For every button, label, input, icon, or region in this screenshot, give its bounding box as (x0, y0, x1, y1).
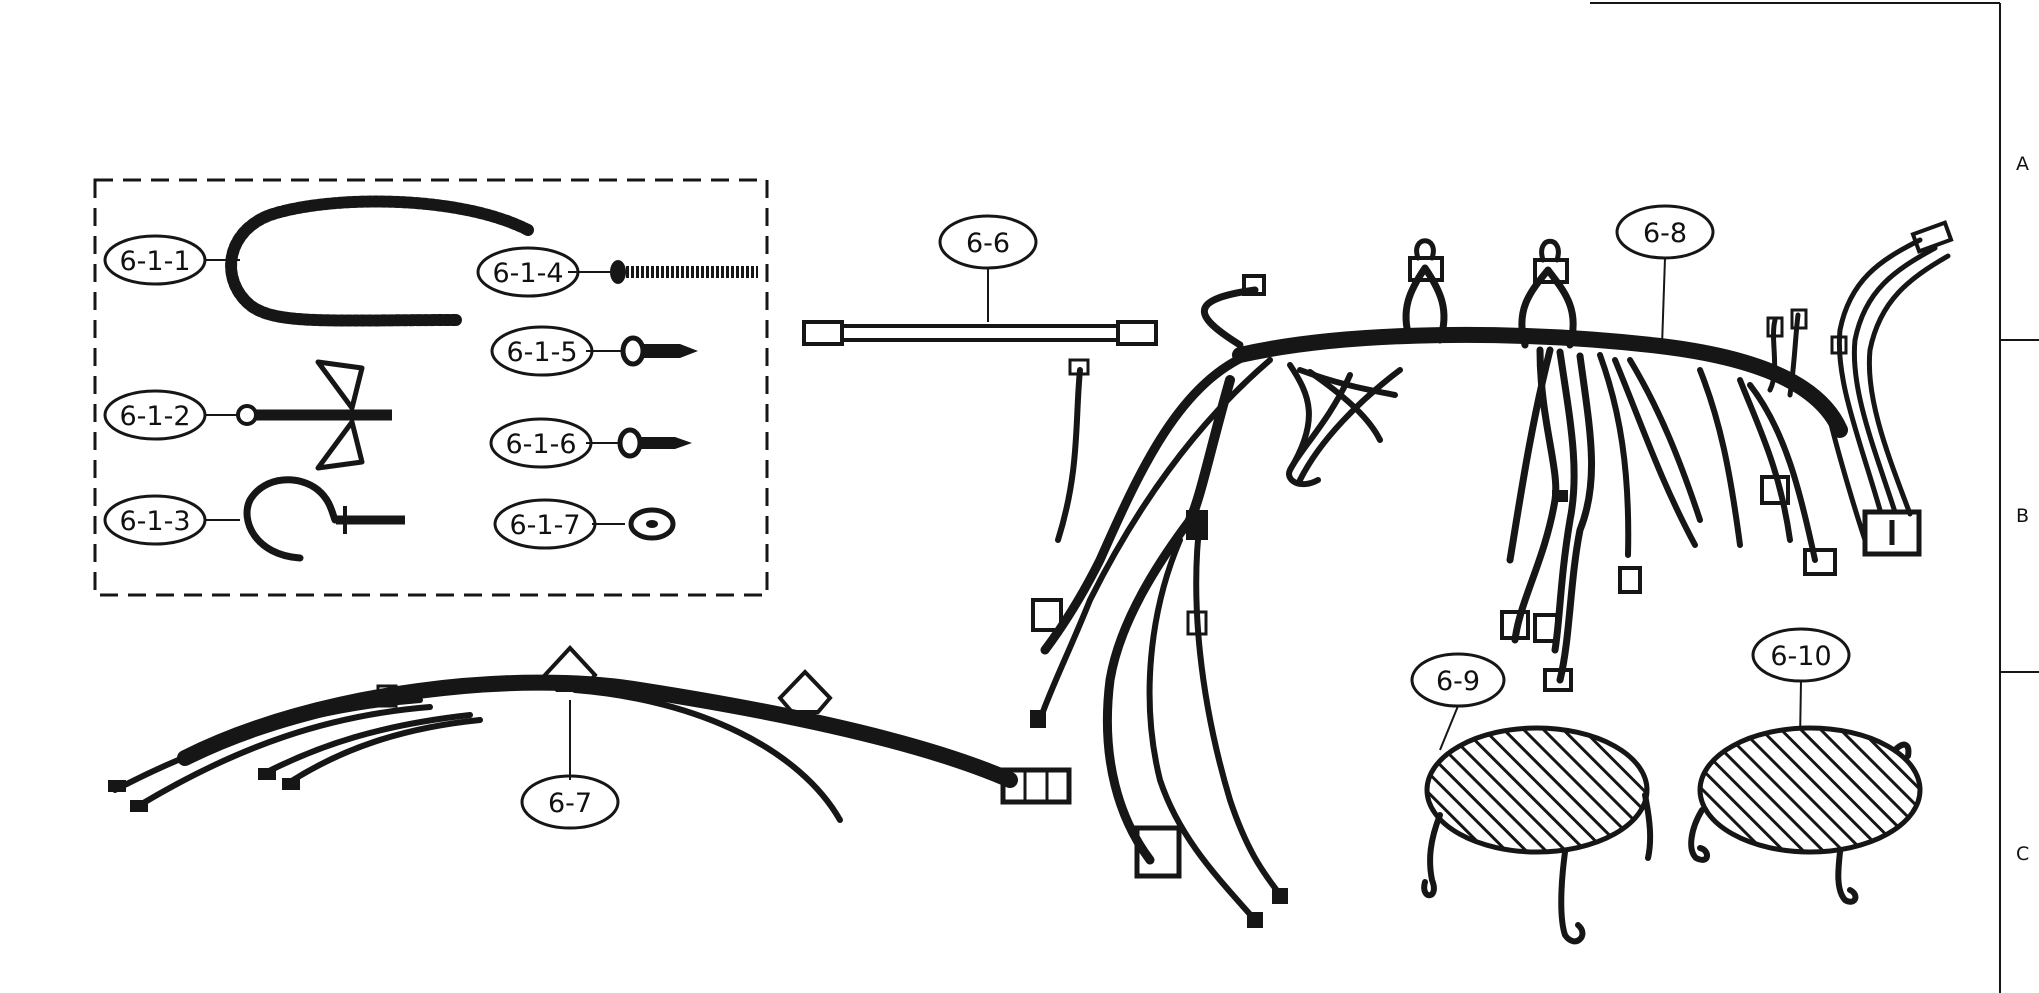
label-6-8-text: 6-8 (1643, 218, 1687, 249)
label-6-1-1: 6-1-1 (103, 234, 207, 286)
label-6-10-text: 6-10 (1770, 641, 1831, 672)
label-6-1-1-text: 6-1-1 (119, 246, 190, 277)
label-6-1-7-text: 6-1-7 (509, 510, 580, 541)
part-6-1-7-washer (592, 507, 676, 541)
part-6-1-1-strap (205, 195, 534, 327)
label-6-1-7: 6-1-7 (493, 498, 597, 550)
part-6-1-4-screw (568, 260, 758, 284)
part-6-6-jumper: 6-6 (802, 214, 1158, 346)
label-6-1-5-text: 6-1-5 (506, 337, 577, 368)
grid-row-a: A (2016, 153, 2029, 175)
part-6-10-grate: 6-10 (1688, 627, 1923, 905)
label-6-1-4-text: 6-1-4 (492, 258, 563, 289)
part-6-1-6-screw (586, 427, 692, 459)
label-6-9-text: 6-9 (1436, 666, 1480, 697)
label-6-1-4: 6-1-4 (476, 246, 580, 298)
grid-frame: A B C (1590, 2, 2039, 993)
label-6-1-3: 6-1-3 (103, 494, 207, 546)
label-6-1-5: 6-1-5 (490, 325, 594, 377)
label-6-7-text: 6-7 (548, 788, 592, 819)
label-6-6-text: 6-6 (966, 228, 1010, 259)
label-6-1-6-text: 6-1-6 (505, 429, 576, 460)
part-6-7-harness: 6-7 (108, 645, 1072, 830)
part-6-9-grate: 6-9 (1410, 652, 1654, 945)
label-6-1-6: 6-1-6 (489, 417, 593, 469)
label-6-1-3-text: 6-1-3 (119, 506, 190, 537)
part-6-1-5-screw (586, 335, 698, 367)
hardware-kit-box (93, 178, 769, 597)
grid-row-c: C (2016, 843, 2029, 865)
part-6-1-3-cup-hook (205, 476, 405, 562)
label-6-1-2-text: 6-1-2 (119, 401, 190, 432)
grid-row-b: B (2016, 505, 2029, 527)
part-6-8-main-harness: 6-8 (1030, 204, 1954, 928)
label-6-1-2: 6-1-2 (103, 389, 207, 441)
part-6-1-2-toggle-bolt (205, 359, 392, 471)
